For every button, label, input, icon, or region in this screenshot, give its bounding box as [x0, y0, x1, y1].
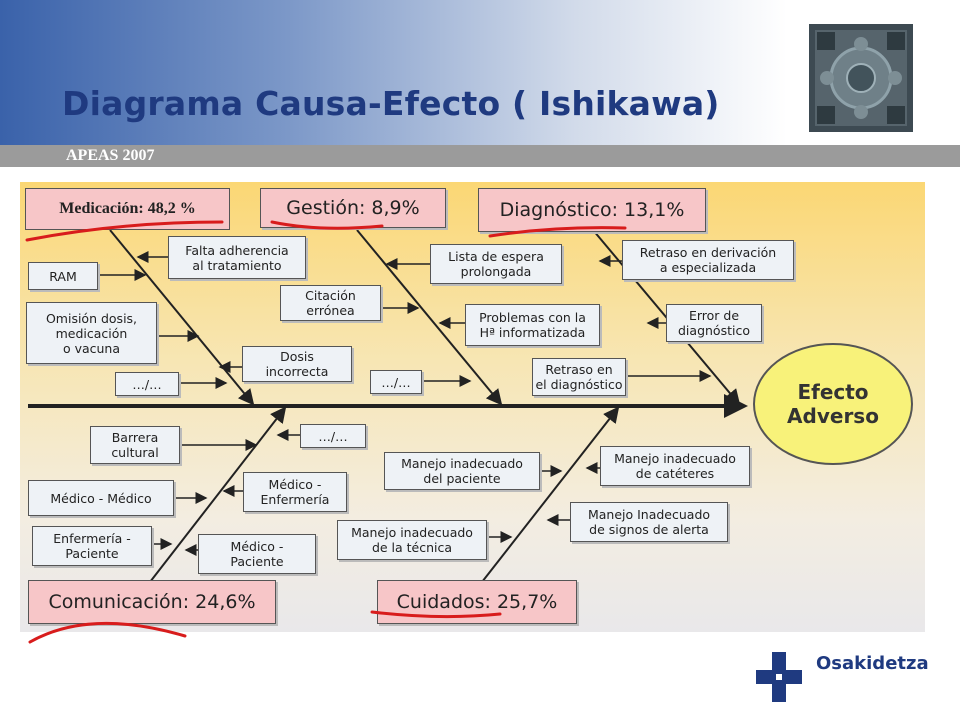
cause-comunicacion-etc: …/…	[300, 424, 366, 448]
category-comunicacion: Comunicación: 24,6%	[28, 580, 276, 624]
page-title: Diagrama Causa-Efecto ( Ishikawa)	[62, 84, 720, 123]
mosaic-photo-icon	[809, 24, 913, 132]
cause-omision-dosis: Omisión dosis, medicación o vacuna	[26, 302, 157, 364]
cause-retraso-derivacion: Retraso en derivación a especializada	[622, 240, 794, 280]
effect-ellipse: Efecto Adverso	[753, 343, 913, 465]
cause-problemas-historia: Problemas con la Hª informatizada	[465, 304, 600, 346]
cause-medico-medico: Médico - Médico	[28, 480, 174, 516]
osakidetza-logo-text: Osakidetza	[816, 653, 929, 674]
cause-manejo-tecnica: Manejo inadecuado de la técnica	[337, 520, 487, 560]
cause-falta-adherencia: Falta adherencia al tratamiento	[168, 236, 306, 279]
cause-citacion-erronea: Citación errónea	[280, 285, 381, 321]
cause-enfermeria-paciente: Enfermería - Paciente	[32, 526, 152, 566]
header-photo	[809, 24, 913, 132]
cause-manejo-cateteres: Manejo inadecuado de catéteres	[600, 446, 750, 486]
cause-gestion-etc: …/…	[370, 370, 422, 394]
category-medicacion: Medicación: 48,2 %	[25, 188, 230, 230]
cause-dosis-incorrecta: Dosis incorrecta	[242, 346, 352, 382]
category-diagnostico: Diagnóstico: 13,1%	[478, 188, 706, 232]
header-band	[0, 0, 960, 145]
cause-medico-enfermeria: Médico - Enfermería	[243, 472, 347, 512]
subtitle: APEAS 2007	[66, 147, 155, 164]
cause-medicacion-etc: …/…	[115, 372, 179, 396]
category-cuidados: Cuidados: 25,7%	[377, 580, 577, 624]
cause-error-diagnostico: Error de diagnóstico	[666, 304, 762, 342]
cause-manejo-paciente: Manejo inadecuado del paciente	[384, 452, 540, 490]
cause-retraso-diagnostico: Retraso en el diagnóstico	[532, 358, 626, 396]
cause-barrera-cultural: Barrera cultural	[90, 426, 180, 464]
cause-manejo-alerta: Manejo Inadecuado de signos de alerta	[570, 502, 728, 542]
osakidetza-logo-icon	[756, 652, 802, 702]
subtitle-bar	[0, 145, 960, 167]
cause-medico-paciente: Médico - Paciente	[198, 534, 316, 574]
category-gestion: Gestión: 8,9%	[260, 188, 446, 228]
cause-ram: RAM	[28, 262, 98, 290]
cause-lista-espera: Lista de espera prolongada	[430, 244, 562, 284]
